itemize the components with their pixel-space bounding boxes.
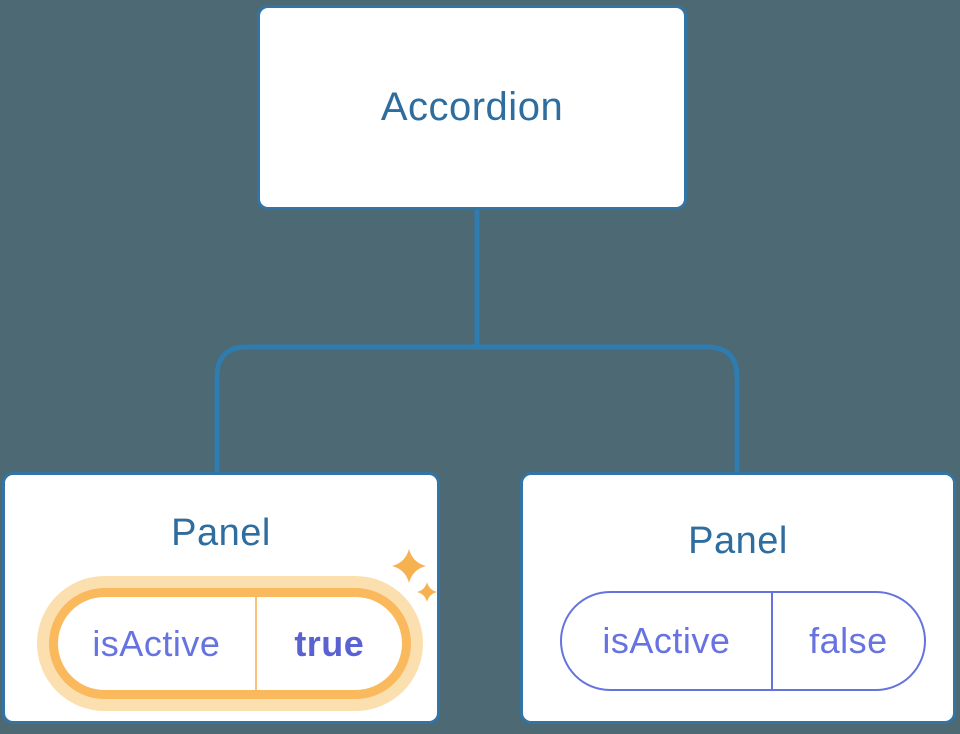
connector-bracket: [214, 344, 740, 473]
panel-node-inactive: Panel isActive false: [520, 472, 956, 724]
state-pill-inactive: isActive false: [560, 591, 926, 691]
panel-node-active: Panel isActive true: [2, 472, 440, 724]
panel-title: Panel: [171, 512, 271, 554]
root-node-label: Accordion: [380, 85, 564, 129]
state-value: true: [294, 622, 365, 664]
state-prop-label: isActive: [562, 593, 773, 689]
state-pill-active: isActive true: [49, 588, 411, 699]
state-prop-label: isActive: [58, 597, 257, 690]
sparkles-icon: [392, 549, 437, 602]
state-value: false: [809, 620, 888, 661]
panel-title: Panel: [688, 520, 788, 562]
root-node: Accordion: [257, 5, 687, 210]
